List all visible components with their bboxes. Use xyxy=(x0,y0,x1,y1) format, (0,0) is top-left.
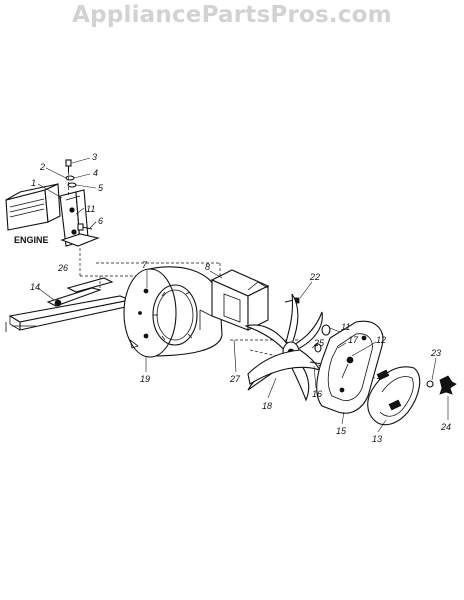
callout-24: 24 xyxy=(440,422,451,432)
callouts: ENGINE 3 4 5 2 1 11 6 26 14 7 8 22 11 17… xyxy=(14,152,451,444)
callout-11-plate: 11 xyxy=(341,322,350,332)
callout-18: 18 xyxy=(262,401,272,411)
cover-plate xyxy=(367,366,421,426)
callout-22: 22 xyxy=(309,272,320,282)
callout-8: 8 xyxy=(205,262,210,272)
impeller-hardware xyxy=(309,324,331,365)
impeller xyxy=(244,293,323,402)
engine-label: ENGINE xyxy=(14,235,49,245)
fasteners-top xyxy=(65,159,93,231)
callout-12: 12 xyxy=(376,335,386,345)
callout-13: 13 xyxy=(372,434,382,444)
watermark: AppliancePartsPros.com xyxy=(72,2,392,28)
callout-7: 7 xyxy=(142,260,148,270)
callout-4: 4 xyxy=(93,168,98,178)
callout-1: 1 xyxy=(31,178,36,188)
callout-2: 2 xyxy=(39,162,45,172)
callout-11-bracket: 11 xyxy=(86,204,95,214)
callout-14: 14 xyxy=(30,282,40,292)
callout-6: 6 xyxy=(98,216,103,226)
callout-23: 23 xyxy=(430,348,441,358)
engine xyxy=(5,183,61,231)
callout-27: 27 xyxy=(229,374,241,384)
callout-25: 25 xyxy=(313,338,325,348)
callout-5: 5 xyxy=(98,183,104,193)
callout-17: 17 xyxy=(348,335,359,345)
leader-lines xyxy=(37,157,449,433)
callout-15: 15 xyxy=(336,426,347,436)
chute-adapter xyxy=(199,269,270,331)
knob-hardware xyxy=(426,375,457,395)
callout-16: 16 xyxy=(312,389,322,399)
mounting-bracket xyxy=(59,189,100,247)
back-plate xyxy=(316,320,384,414)
callout-26: 26 xyxy=(57,263,68,273)
callout-19: 19 xyxy=(140,374,150,384)
callout-3: 3 xyxy=(92,152,97,162)
support-bar xyxy=(5,277,132,332)
blower-housing xyxy=(123,266,223,358)
